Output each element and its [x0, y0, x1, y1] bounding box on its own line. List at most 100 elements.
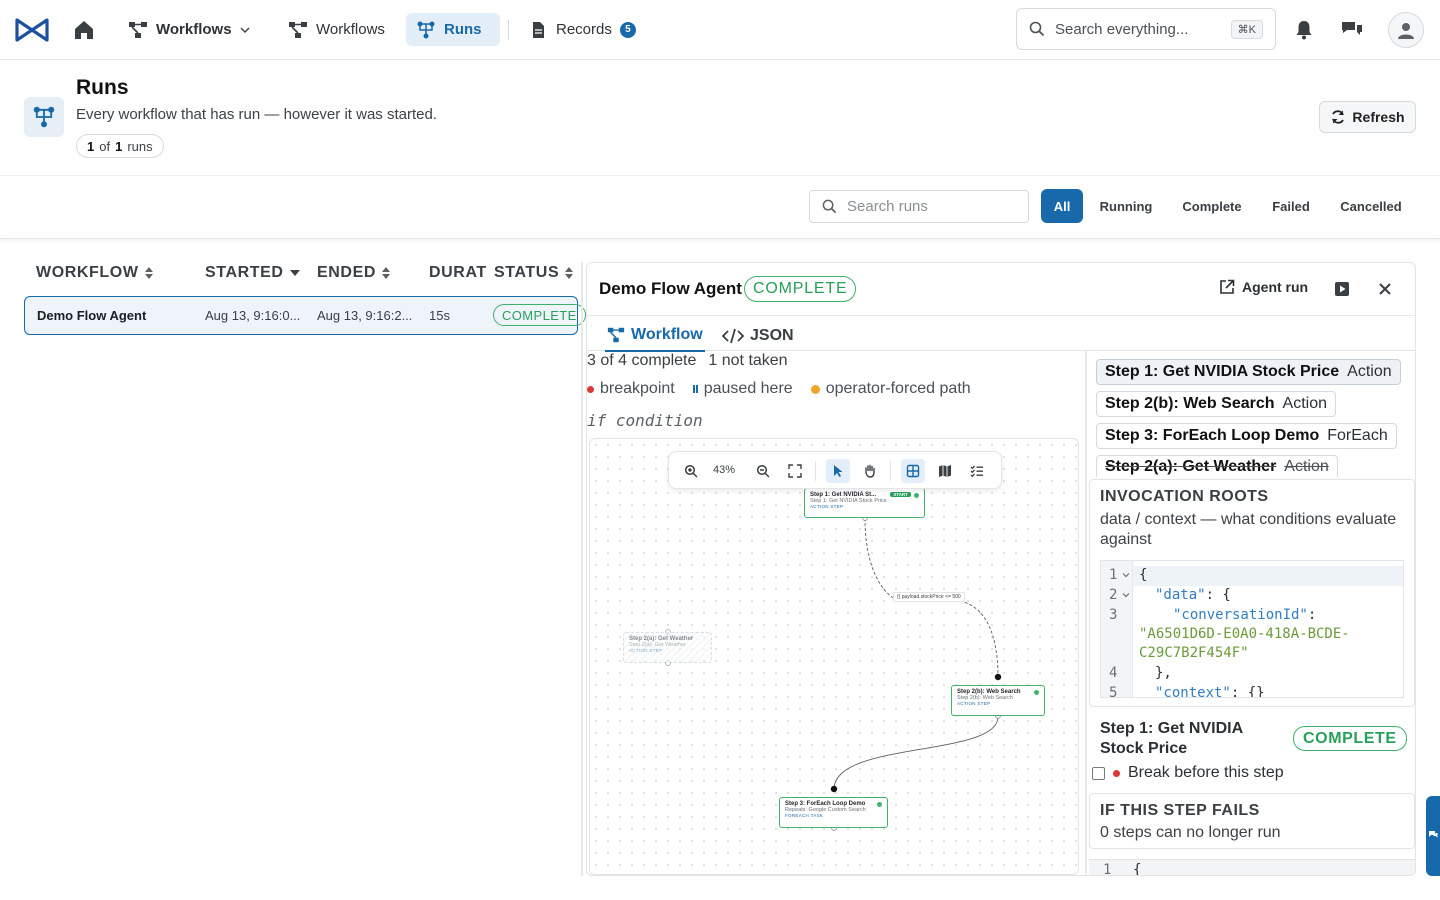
filter-all[interactable]: All [1041, 189, 1083, 223]
replay-icon[interactable] [1332, 279, 1352, 299]
grid-icon[interactable] [901, 459, 925, 483]
node-kind: ACTION STEP [629, 648, 663, 653]
run-search-input[interactable]: Search runs [809, 190, 1029, 223]
node-kind: ACTION STEP [810, 504, 844, 509]
minimap-icon[interactable] [933, 459, 957, 483]
workflow-icon [128, 20, 148, 40]
zoom-out-icon[interactable] [751, 459, 775, 483]
filter-failed[interactable]: Failed [1272, 198, 1310, 214]
line-number: 1 [1109, 567, 1118, 583]
refresh-button[interactable]: Refresh [1319, 101, 1416, 133]
status-dot-icon [1034, 690, 1039, 695]
invocation-heading: INVOCATION ROOTS [1100, 488, 1269, 505]
agent-run-link[interactable]: Agent run [1219, 279, 1308, 295]
run-status-badge: COMPLETE [744, 276, 857, 302]
agent-run-label: Agent run [1242, 279, 1309, 295]
column-header-started[interactable]: STARTED [205, 264, 300, 282]
logo-icon[interactable] [14, 16, 50, 44]
panel-resize-handle[interactable] [581, 262, 583, 876]
node-subtitle: Step 1: Get NVIDIA Stock Price [810, 498, 887, 504]
line-number: 5 [1109, 685, 1118, 698]
line-number: 4 [1109, 665, 1118, 681]
workflow-node-step-2a[interactable]: Step 2(a): Get Weather Step 2(a): Get We… [623, 632, 712, 663]
column-header-status[interactable]: STATUS [494, 264, 574, 282]
hand-icon [810, 384, 820, 394]
sort-icon [144, 267, 153, 279]
workflow-node-step-1[interactable]: Step 1: Get NVIDIA St... Step 1: Get NVI… [804, 488, 925, 518]
step-chip-3[interactable]: Step 3: ForEach Loop Demo ForEach [1096, 423, 1397, 449]
step-chip-1[interactable]: Step 1: Get NVIDIA Stock Price Action [1096, 359, 1401, 385]
breakpoint-label: Break before this step [1128, 764, 1284, 781]
avatar[interactable] [1388, 12, 1424, 48]
run-search-placeholder: Search runs [847, 198, 928, 215]
code-line: }, [1155, 665, 1172, 681]
chat-launcher-button[interactable] [1426, 796, 1440, 876]
workflow-icon [288, 20, 308, 40]
invocation-roots-section: INVOCATION ROOTS data / context — what c… [1089, 479, 1415, 707]
run-count-of: of [99, 138, 111, 154]
records-count-badge: 5 [619, 21, 636, 38]
global-search-input[interactable]: Search everything... ⌘K [1016, 8, 1276, 50]
home-icon[interactable] [72, 18, 96, 42]
runs-header-icon [24, 97, 64, 137]
checklist-icon[interactable] [965, 459, 989, 483]
fold-chevron-icon[interactable] [1122, 591, 1130, 599]
step-chip-type: Action [1282, 395, 1327, 412]
page-title: Runs [76, 76, 129, 99]
filter-complete[interactable]: Complete [1182, 198, 1242, 214]
run-count-current: 1 [87, 138, 95, 154]
breakpoint-toggle[interactable]: Break before this step [1092, 764, 1284, 782]
search-icon [1029, 21, 1045, 37]
fold-chevron-icon[interactable] [1122, 571, 1130, 579]
run-count-badge: 1 of 1 runs [76, 134, 164, 158]
node-title: Step 2(a): Get Weather [629, 636, 694, 642]
pointer-icon[interactable] [826, 459, 850, 483]
step-chip-4[interactable]: Step 2(a): Get Weather Action [1096, 455, 1338, 477]
nav-records[interactable]: Records 5 [518, 13, 646, 46]
node-title: Step 3: ForEach Loop Demo [785, 801, 866, 807]
invocation-code-editor[interactable]: 1 2 3 4 5 { "data": { "conversationId": … [1100, 560, 1404, 698]
workflow-node-step-3[interactable]: Step 3: ForEach Loop Demo Repeats: Googl… [779, 797, 888, 828]
pan-hand-icon[interactable] [858, 459, 882, 483]
fit-view-icon[interactable] [783, 459, 807, 483]
tab-workflow[interactable]: Workflow [605, 320, 705, 352]
workflow-node-step-2b[interactable]: Step 2(b): Web Search Step 2(b): Web Sea… [951, 685, 1045, 716]
document-icon [528, 20, 548, 40]
code-line: "context": {} [1155, 685, 1265, 698]
close-icon[interactable] [1375, 279, 1395, 299]
run-detail-panel: Demo Flow Agent COMPLETE Agent run Workf… [586, 262, 1416, 876]
step-chip-name: Step 1: Get NVIDIA Stock Price [1105, 363, 1340, 380]
workflow-legend: breakpoint paused here operator-forced p… [587, 380, 971, 398]
nav-workflows[interactable]: Workflows [278, 13, 395, 46]
breakpoint-checkbox[interactable] [1092, 766, 1105, 780]
chat-icon[interactable] [1340, 18, 1364, 42]
bell-icon[interactable] [1292, 18, 1316, 42]
table-row[interactable]: Demo Flow Agent Aug 13, 9:16:0... Aug 13… [24, 296, 586, 335]
nav-workflows-label: Workflows [316, 21, 385, 38]
step-chip-type: ForEach [1327, 427, 1388, 444]
tab-json[interactable]: JSON [722, 320, 794, 352]
workflow-canvas[interactable]: Step 1: Get NVIDIA St... Step 1: Get NVI… [589, 438, 1079, 875]
step-chip-type: Action [1284, 457, 1329, 475]
detail-tabs: Workflow JSON [587, 315, 1415, 352]
step-chip-name: Step 2(b): Web Search [1105, 395, 1275, 412]
column-header-duration[interactable]: DURAT [429, 264, 487, 282]
column-header-workflow[interactable]: WORKFLOW [36, 264, 153, 282]
workflows-menu[interactable]: Workflows [118, 13, 260, 46]
nav-runs[interactable]: Runs [406, 13, 500, 46]
runs-icon [416, 20, 436, 40]
column-header-ended[interactable]: ENDED [317, 264, 391, 282]
sort-down-icon [289, 269, 300, 277]
zoom-in-icon[interactable] [679, 459, 703, 483]
status-dot-icon [914, 493, 919, 498]
node-subtitle: Step 2(b): Web Search [957, 695, 1013, 701]
filter-running[interactable]: Running [1099, 198, 1153, 214]
failure-code-editor[interactable]: 1 { [1089, 859, 1415, 875]
nav-divider [508, 20, 509, 40]
step-chip-2[interactable]: Step 2(b): Web Search Action [1096, 391, 1336, 417]
node-kind: ACTION STEP [957, 701, 991, 706]
global-search-placeholder: Search everything... [1055, 20, 1189, 38]
failure-impact-section: IF THIS STEP FAILS 0 steps can no longer… [1089, 793, 1415, 849]
canvas-resize-handle[interactable] [1085, 351, 1087, 875]
filter-cancelled[interactable]: Cancelled [1340, 198, 1402, 214]
